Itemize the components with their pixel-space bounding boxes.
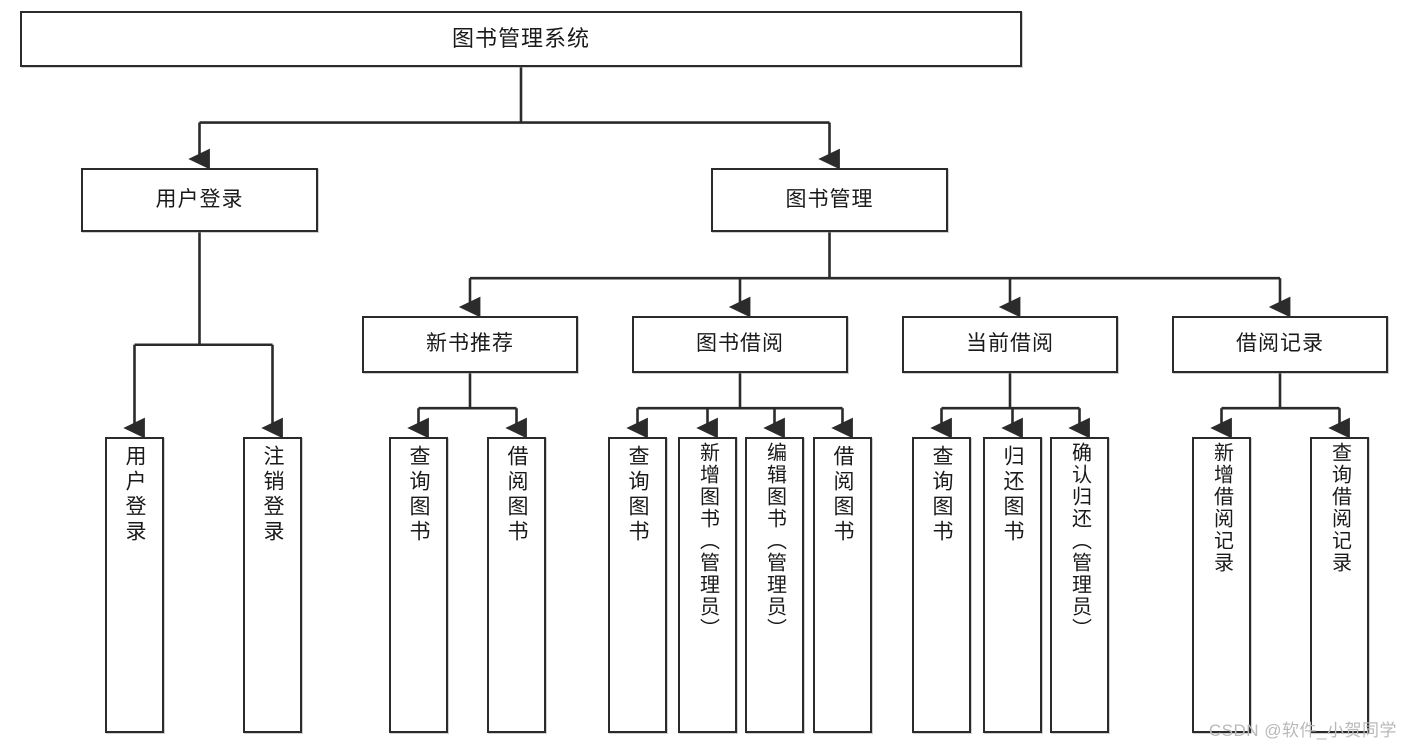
node-leaf-confirm-return-admin[interactable]: 确认归还（管理员） <box>1050 437 1109 733</box>
csdn-watermark: CSDN @软件_小贺同学 <box>1208 721 1397 740</box>
node-label: 查询图书 <box>930 445 953 545</box>
node-leaf-query-borrow-record[interactable]: 查询借阅记录 <box>1310 437 1369 733</box>
node-book-manage[interactable]: 图书管理 <box>711 168 948 232</box>
node-label: 查询图书 <box>626 445 649 545</box>
node-label: 新增借阅记录 <box>1210 442 1233 574</box>
node-label: 用户登录 <box>123 445 146 545</box>
node-leaf-query-book-rec[interactable]: 查询图书 <box>389 437 448 733</box>
node-current-borrow[interactable]: 当前借阅 <box>902 316 1118 373</box>
node-label: 用户登录 <box>155 187 244 211</box>
node-leaf-add-borrow-record[interactable]: 新增借阅记录 <box>1192 437 1251 733</box>
node-root[interactable]: 图书管理系统 <box>20 11 1022 67</box>
node-leaf-edit-book-admin[interactable]: 编辑图书（管理员） <box>745 437 804 733</box>
node-label: 新增图书（管理员） <box>696 442 719 640</box>
node-book-borrow[interactable]: 图书借阅 <box>632 316 848 373</box>
node-label: 归还图书 <box>1001 445 1024 545</box>
node-user-login[interactable]: 用户登录 <box>81 168 318 232</box>
node-label: 借阅记录 <box>1236 332 1324 356</box>
node-label: 编辑图书（管理员） <box>763 442 786 640</box>
node-leaf-add-book-admin[interactable]: 新增图书（管理员） <box>678 437 737 733</box>
node-label: 图书管理 <box>785 187 874 211</box>
node-leaf-return-book[interactable]: 归还图书 <box>983 437 1042 733</box>
node-borrow-record[interactable]: 借阅记录 <box>1172 316 1388 373</box>
node-label: 当前借阅 <box>966 332 1054 356</box>
node-leaf-query-book-borrow[interactable]: 查询图书 <box>608 437 667 733</box>
node-label: 新书推荐 <box>426 332 514 356</box>
node-label: 借阅图书 <box>505 445 528 545</box>
node-leaf-query-book-cur[interactable]: 查询图书 <box>912 437 971 733</box>
node-new-book-recommend[interactable]: 新书推荐 <box>362 316 578 373</box>
node-leaf-logout-login[interactable]: 注销登录 <box>243 437 302 733</box>
node-leaf-user-login[interactable]: 用户登录 <box>105 437 164 733</box>
node-label: 图书管理系统 <box>451 26 590 52</box>
node-label: 注销登录 <box>261 445 284 545</box>
node-label: 借阅图书 <box>831 445 854 545</box>
node-label: 查询借阅记录 <box>1328 442 1351 574</box>
node-label: 确认归还（管理员） <box>1068 442 1091 640</box>
node-label: 图书借阅 <box>696 332 784 356</box>
node-leaf-borrow-book-rec[interactable]: 借阅图书 <box>487 437 546 733</box>
node-leaf-borrow-book[interactable]: 借阅图书 <box>813 437 872 733</box>
node-label: 查询图书 <box>407 445 430 545</box>
